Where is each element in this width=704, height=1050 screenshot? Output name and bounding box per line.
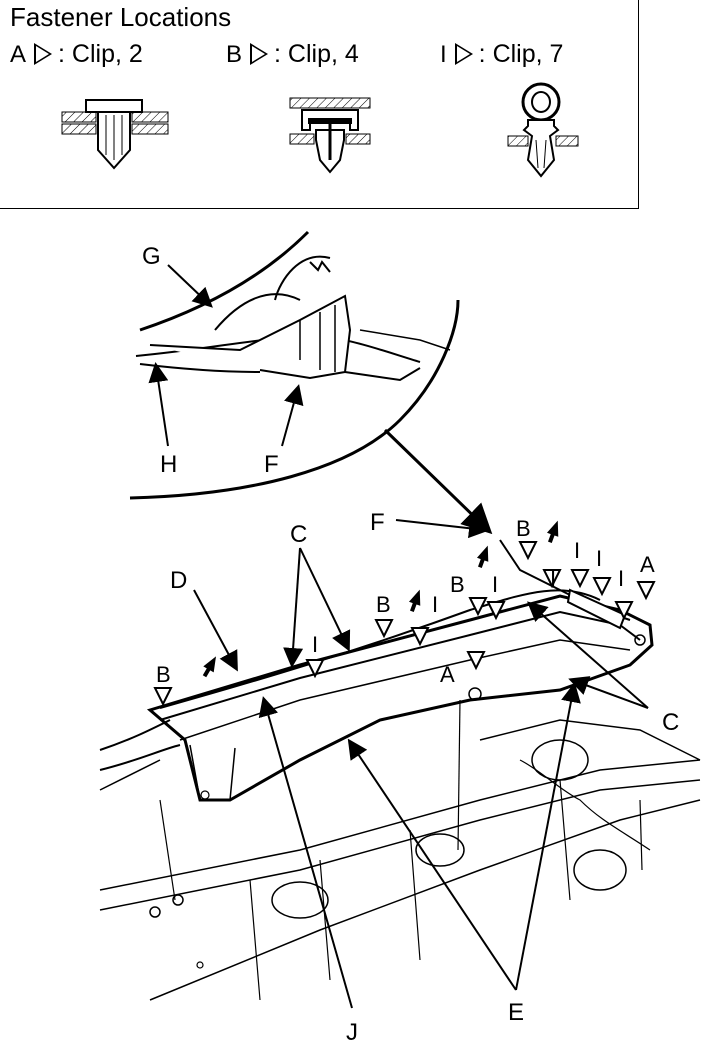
mark-triangle-b4 [518, 541, 538, 561]
callout-j: J [346, 1019, 358, 1046]
fastener-letter: I [440, 41, 447, 68]
leader-h [148, 362, 169, 447]
callout-e: E [508, 999, 524, 1026]
callout-h: H [160, 451, 177, 478]
mark-i5: I [574, 538, 580, 563]
mark-i4: I [550, 566, 556, 591]
leader-f-detail [281, 384, 304, 447]
main-leaders [193, 518, 649, 1009]
fastener-a: A : Clip, 2 [10, 40, 143, 69]
mark-i2: I [432, 592, 438, 617]
fastener-letter: B [226, 41, 243, 68]
mark-b2: B [376, 592, 391, 617]
triangle-icon [34, 43, 53, 65]
mark-a1: A [440, 662, 455, 687]
mark-triangle-a1 [466, 651, 486, 671]
clip-b-illustration [289, 97, 371, 174]
callout-f-main: F [370, 509, 385, 536]
mark-triangle-i3 [486, 601, 506, 621]
mark-triangle-i6 [592, 577, 612, 597]
mark-triangle-i2 [410, 627, 430, 647]
fastener-label: : Clip, 4 [274, 40, 359, 68]
clip-i-illustration [507, 82, 579, 178]
callout-d: D [170, 567, 187, 594]
callout-c-top: C [290, 521, 307, 548]
callout-g: G [142, 243, 161, 270]
mark-triangle-a2 [636, 581, 656, 601]
mark-i1: I [312, 632, 318, 657]
mark-triangle-b3 [468, 597, 488, 617]
mark-triangle-i7 [614, 601, 634, 621]
detail-view [129, 230, 460, 500]
callout-c-right: C [662, 709, 679, 736]
fastener-label: : Clip, 7 [478, 40, 564, 68]
mark-a2: A [640, 552, 655, 577]
mark-b4: B [516, 516, 531, 541]
triangle-icon [454, 43, 473, 65]
mark-triangle-i4 [542, 569, 562, 589]
cowl-cover-panel [99, 539, 701, 1001]
mark-i7: I [618, 566, 624, 591]
triangle-icon [250, 43, 269, 65]
clip-a-illustration [61, 99, 169, 170]
location-marks [153, 541, 656, 707]
mark-triangle-b2 [374, 619, 394, 639]
diagram-title: Fastener Locations [10, 2, 232, 32]
leader-g [167, 264, 213, 308]
mark-b1: B [156, 662, 171, 687]
detail-pointer-arrow [383, 428, 493, 535]
callout-f-detail: F [264, 451, 279, 478]
mark-i3: I [492, 572, 498, 597]
fastener-i: I : Clip, 7 [440, 40, 563, 69]
fastener-label: : Clip, 2 [58, 40, 143, 68]
fastener-letter: A [10, 41, 27, 68]
mark-triangle-b1 [153, 687, 173, 707]
mark-i6: I [596, 546, 602, 571]
removal-arrows [202, 520, 559, 678]
fastener-legend-box [0, 0, 639, 209]
mark-triangle-i5 [570, 569, 590, 589]
mark-triangle-i1 [305, 659, 325, 679]
fastener-b: B : Clip, 4 [226, 40, 359, 69]
mark-b3: B [450, 572, 465, 597]
